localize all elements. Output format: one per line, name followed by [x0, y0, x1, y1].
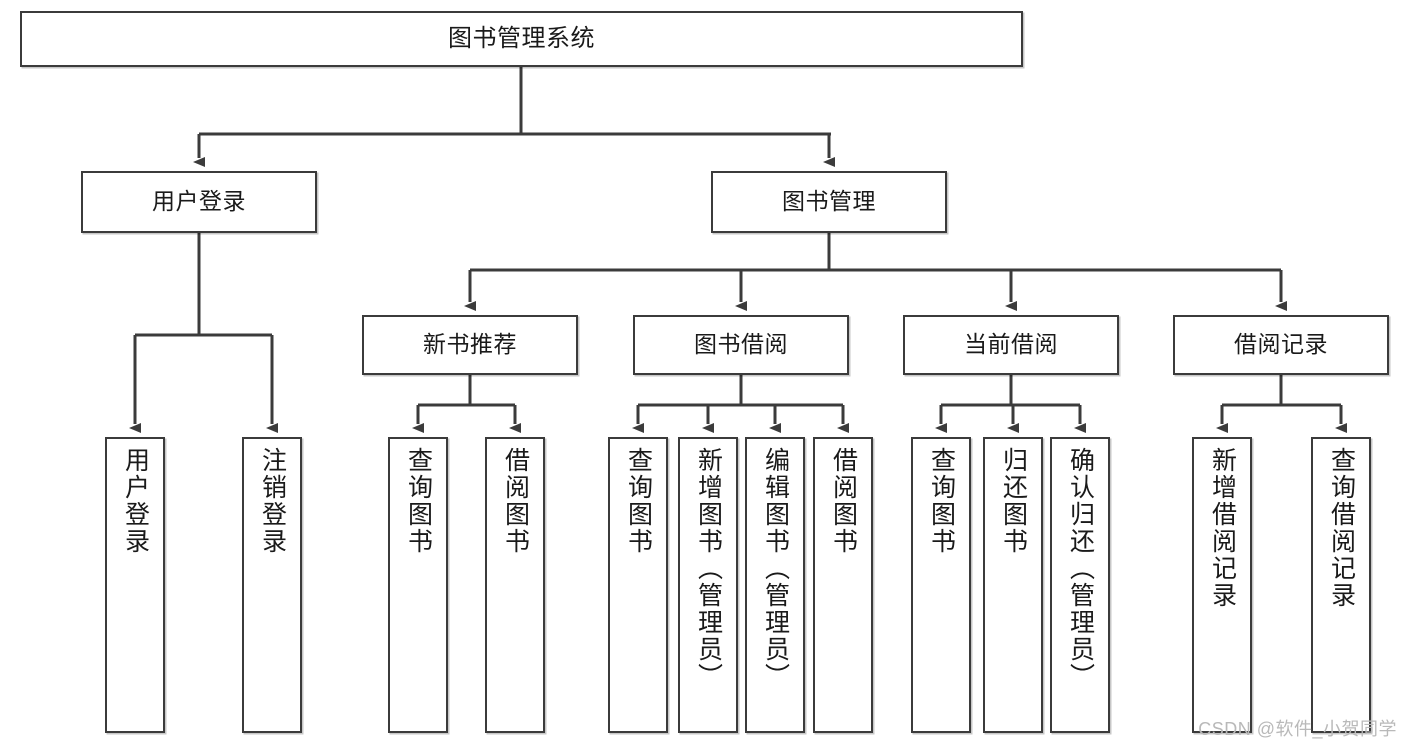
node-user-login[interactable]: 用户登录 [81, 171, 317, 233]
node-new-book-recommend-label: 新书推荐 [423, 331, 517, 358]
node-leaf-return-book[interactable]: 归还图书 [983, 437, 1043, 733]
node-leaf-return-book-label: 归还图书 [999, 447, 1028, 555]
node-current-borrow-label: 当前借阅 [964, 331, 1058, 358]
node-leaf-query-record-label: 查询借阅记录 [1327, 447, 1356, 609]
node-borrow-record-label: 借阅记录 [1234, 331, 1328, 358]
node-book-manage-label: 图书管理 [782, 188, 876, 215]
node-book-borrow[interactable]: 图书借阅 [633, 315, 849, 375]
node-leaf-borrow-book-1[interactable]: 借阅图书 [485, 437, 545, 733]
node-leaf-logout-label: 注销登录 [258, 447, 287, 555]
node-leaf-add-record[interactable]: 新增借阅记录 [1192, 437, 1252, 733]
node-leaf-query-book-1[interactable]: 查询图书 [388, 437, 448, 733]
node-leaf-add-book[interactable]: 新增图书（管理员） [678, 437, 738, 733]
node-leaf-query-book-3-label: 查询图书 [927, 447, 956, 555]
node-current-borrow[interactable]: 当前借阅 [903, 315, 1119, 375]
node-leaf-query-record[interactable]: 查询借阅记录 [1311, 437, 1371, 733]
node-borrow-record[interactable]: 借阅记录 [1173, 315, 1389, 375]
node-leaf-logout[interactable]: 注销登录 [242, 437, 302, 733]
node-leaf-user-login-label: 用户登录 [121, 447, 150, 555]
node-root-label: 图书管理系统 [448, 24, 595, 52]
node-leaf-confirm-return-label: 确认归还（管理员） [1066, 447, 1095, 690]
node-leaf-confirm-return[interactable]: 确认归还（管理员） [1050, 437, 1110, 733]
node-leaf-borrow-book-1-label: 借阅图书 [501, 447, 530, 555]
node-leaf-borrow-book-2[interactable]: 借阅图书 [813, 437, 873, 733]
node-leaf-add-record-label: 新增借阅记录 [1208, 447, 1237, 609]
node-leaf-add-book-label: 新增图书（管理员） [694, 447, 723, 690]
node-leaf-user-login[interactable]: 用户登录 [105, 437, 165, 733]
node-leaf-query-book-2[interactable]: 查询图书 [608, 437, 668, 733]
watermark: CSDN @软件_小贺同学 [1198, 719, 1397, 739]
node-leaf-edit-book[interactable]: 编辑图书（管理员） [745, 437, 805, 733]
node-new-book-recommend[interactable]: 新书推荐 [362, 315, 578, 375]
node-leaf-query-book-2-label: 查询图书 [624, 447, 653, 555]
node-leaf-query-book-3[interactable]: 查询图书 [911, 437, 971, 733]
node-leaf-borrow-book-2-label: 借阅图书 [829, 447, 858, 555]
node-book-manage[interactable]: 图书管理 [711, 171, 947, 233]
node-book-borrow-label: 图书借阅 [694, 331, 788, 358]
node-leaf-query-book-1-label: 查询图书 [404, 447, 433, 555]
node-user-login-label: 用户登录 [152, 188, 246, 215]
node-root[interactable]: 图书管理系统 [20, 11, 1023, 67]
node-leaf-edit-book-label: 编辑图书（管理员） [761, 447, 790, 690]
